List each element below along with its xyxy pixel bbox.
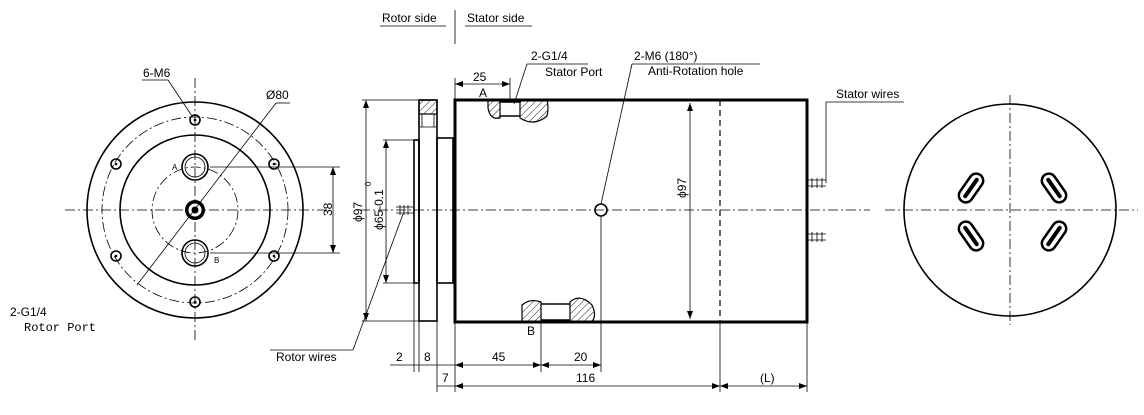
dim-l: (L) <box>760 371 775 385</box>
svg-text:A: A <box>479 86 487 100</box>
spacing-label: 38 <box>321 202 335 216</box>
mount-holes-leader <box>167 79 193 117</box>
front-view: A B Ø80 6-M6 38 2-G1/4 Rotor Port <box>10 66 340 342</box>
shaft-dia-label: ϕ65-0.1 <box>372 189 386 230</box>
flange <box>418 99 438 322</box>
stator-side-label: Stator side <box>467 11 525 25</box>
wire-exit-slots <box>957 172 1068 252</box>
rotor-side-label: Rotor side <box>382 11 437 25</box>
dim-7: 7 <box>442 371 449 385</box>
svg-text:B: B <box>527 324 535 338</box>
stator-port-a-section: A <box>479 86 549 123</box>
svg-text:B: B <box>214 256 219 265</box>
rear-body-circle <box>903 103 1117 317</box>
mount-holes-label: 6-M6 <box>143 66 171 80</box>
port-a-front: A <box>172 153 209 181</box>
rotor-port-b-section: B <box>521 297 596 338</box>
dim-116: 116 <box>576 371 595 385</box>
diameter-leader <box>136 102 277 286</box>
dim-45: 45 <box>492 350 506 364</box>
dim-8: 8 <box>424 350 431 364</box>
flange-dia-label: ϕ97 <box>351 202 365 222</box>
side-header: Rotor side Stator side <box>380 10 532 44</box>
stator-wires-label: Stator wires <box>836 87 899 101</box>
inner-pitch-circle <box>151 166 239 254</box>
rear-view <box>885 95 1138 325</box>
center-connector <box>185 200 205 220</box>
dim-25: 25 <box>473 70 487 84</box>
dim-2: 2 <box>396 350 403 364</box>
stator-port-spec: 2-G1/4 <box>531 49 568 63</box>
anti-rotation-spec: 2-M6 (180°) <box>634 49 698 63</box>
body-circle <box>119 134 271 286</box>
rotor-port-spec: 2-G1/4 <box>10 305 47 319</box>
body-dia-label: ϕ97 <box>675 178 689 198</box>
stator-port-leader <box>513 63 528 105</box>
rotor-wires-leader <box>352 213 404 351</box>
anti-rotation-name: Anti-Rotation hole <box>648 64 744 78</box>
shaft-dia-upper: 0 <box>364 181 373 186</box>
stator-port-name: Stator Port <box>545 65 603 79</box>
svg-text:A: A <box>172 163 178 172</box>
rotor-wire-stub <box>396 205 414 215</box>
stator-wire-stubs <box>807 178 826 242</box>
outer-flange-circle <box>86 101 304 319</box>
dim-20: 20 <box>574 350 588 364</box>
shaft-lip <box>413 139 420 284</box>
diameter-label: Ø80 <box>266 88 289 102</box>
stator-body <box>453 98 809 324</box>
flange-hatch-top <box>418 99 438 115</box>
side-view: ϕ97 0 ϕ65-0.1 ϕ97 A B 2-M <box>270 49 904 392</box>
port-b-front: B <box>181 239 219 267</box>
rotor-port-name: Rotor Port <box>24 321 96 335</box>
anti-rotation-leader <box>600 63 633 205</box>
rotor-wires-label: Rotor wires <box>276 350 337 364</box>
mount-holes <box>110 114 280 308</box>
flange-step <box>436 137 454 284</box>
